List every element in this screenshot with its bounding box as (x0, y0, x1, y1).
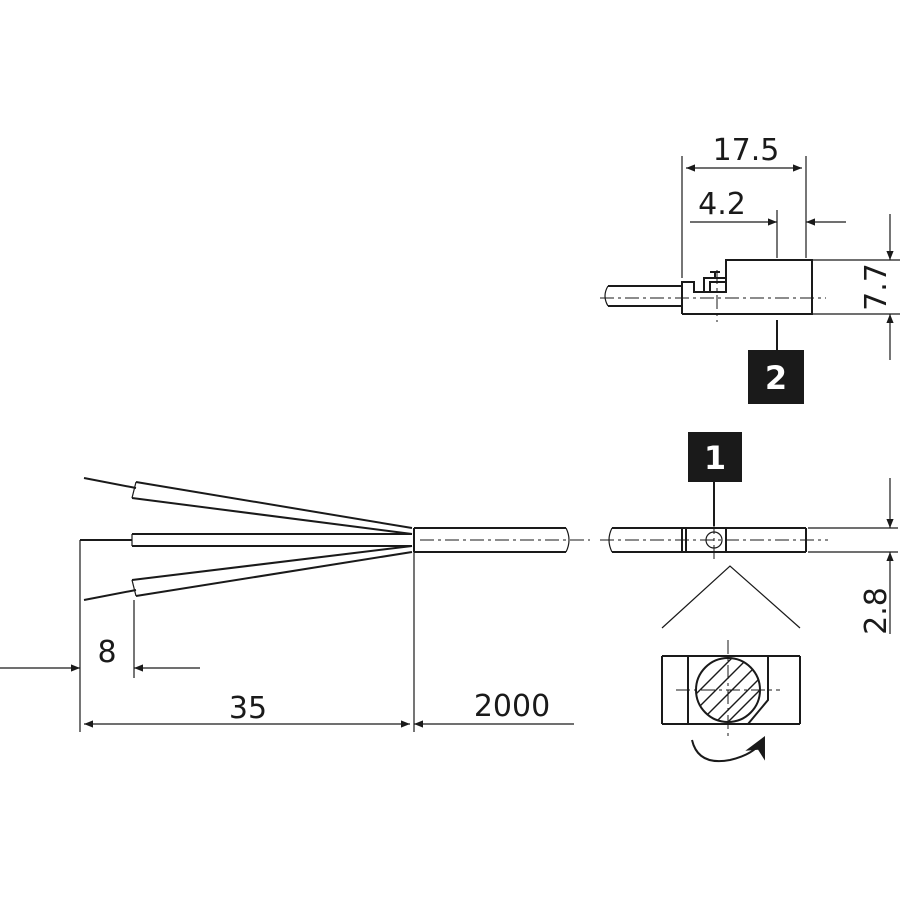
tag-label-1: 1 (704, 439, 726, 477)
dim-sensing-offset: 4.2 (690, 187, 846, 258)
dim-cable-length: 2000 (414, 689, 574, 728)
dim-label-35: 35 (229, 691, 267, 726)
side-view (600, 259, 826, 350)
detail-view (661, 565, 801, 762)
dim-wire-length: 35 (84, 691, 410, 728)
sensor-body (600, 480, 828, 560)
dim-label-7-7: 7.7 (859, 263, 894, 311)
dim-label-4-2: 4.2 (698, 187, 746, 222)
dim-label-17-5: 17.5 (713, 133, 780, 168)
callout-tag-1: 1 (688, 432, 742, 482)
dim-label-8: 8 (97, 635, 116, 670)
dim-label-2-8: 2.8 (859, 587, 894, 635)
tag-label-2: 2 (765, 359, 787, 397)
dim-label-2000: 2000 (474, 689, 550, 724)
wire-bundle (80, 477, 413, 601)
dim-diameter: 2.8 (808, 478, 898, 635)
dim-wire-strip: 8 (0, 635, 200, 672)
dim-length-overall: 17.5 (681, 133, 807, 278)
cable-jacket-left (413, 527, 590, 553)
callout-tag-2: 2 (748, 350, 804, 404)
dim-height: 7.7 (812, 214, 900, 360)
